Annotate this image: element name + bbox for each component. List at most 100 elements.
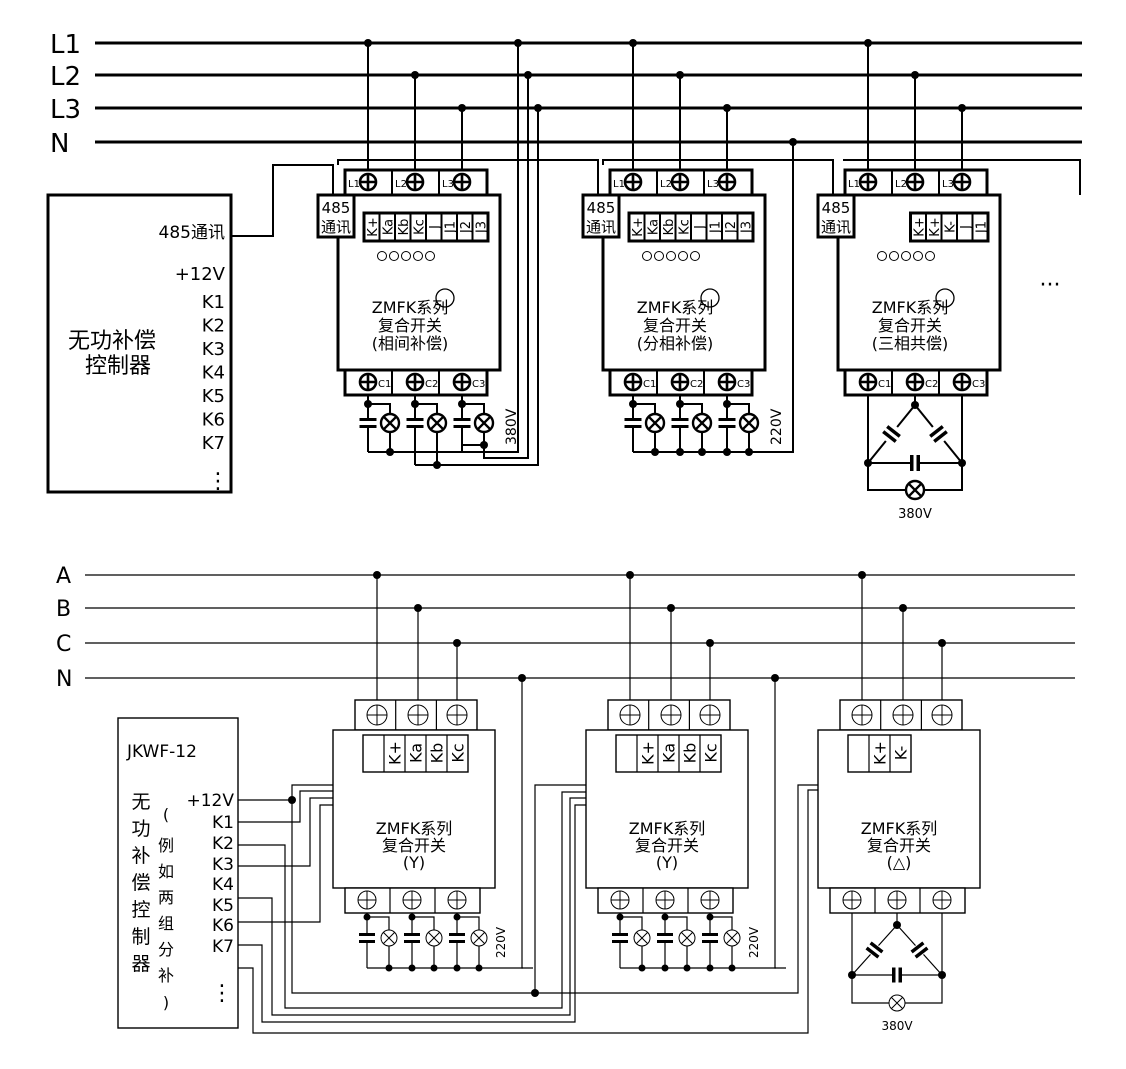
comm-wire (843, 159, 1081, 195)
capacitor-icon (882, 423, 901, 445)
control-pin-label: Kb (397, 219, 412, 236)
screw-terminal-icon (931, 704, 953, 726)
capacitor-icon (908, 939, 931, 961)
controller-note-char: 例 (158, 836, 174, 855)
screw-terminal-icon (619, 704, 641, 726)
junction-dot (723, 104, 731, 112)
cross (860, 174, 876, 190)
plate (453, 424, 471, 428)
gap (670, 421, 690, 425)
junction-dot (864, 459, 872, 467)
led-indicator (889, 251, 899, 261)
comm-port-label: 485 (587, 199, 616, 217)
bus-label-C: C (56, 632, 71, 657)
cross (694, 415, 710, 431)
junction-dot (534, 104, 542, 112)
control-pin-label: J1 (708, 221, 723, 234)
control-pin-label: J2 (459, 221, 474, 234)
plate (359, 939, 375, 943)
comm-terminal-label: 485通讯 (159, 223, 225, 243)
comm-wire (337, 159, 599, 195)
module-title: 复合开关 (643, 316, 707, 335)
output-label: K7 (202, 433, 225, 454)
led-indicator (401, 251, 411, 261)
plate (406, 424, 424, 428)
led-indicator (877, 251, 887, 261)
control-pin-label: Kb (681, 743, 700, 764)
junction-dot (514, 39, 522, 47)
terminal-label: C3 (972, 379, 985, 390)
cross (473, 932, 485, 944)
lamp-icon (473, 412, 495, 434)
capacitor-icon (863, 939, 886, 961)
control-pin-label: J1 (443, 221, 458, 234)
plate (359, 933, 375, 937)
plate (449, 933, 465, 937)
more-modules: ··· (1040, 273, 1061, 298)
terminal-label: C2 (425, 379, 438, 390)
screw-terminal-icon (358, 372, 378, 392)
status-light (935, 288, 955, 308)
control-pin-label: Ka (660, 743, 679, 763)
comm-port-label: 485 (822, 199, 851, 217)
control-pin-label: J1 (974, 221, 989, 234)
comm-port (816, 193, 856, 239)
junction-dot (789, 138, 797, 146)
terminal-label: C1 (378, 379, 391, 390)
voltage-label: 380V (504, 408, 520, 445)
voltage-label: 380V (881, 1019, 913, 1033)
control-pin-label: K+ (631, 217, 646, 236)
screw-terminal-icon (887, 890, 907, 910)
control-pin-label: K+ (928, 217, 943, 236)
voltage-label: 380V (898, 507, 932, 522)
module-title: 复合开关 (867, 836, 931, 855)
terminal-label: L3 (707, 179, 719, 190)
terminal-label: C2 (925, 379, 938, 390)
power-terminal-label: +12V (186, 791, 234, 811)
cross (636, 932, 648, 944)
control-pin-label: K- (892, 746, 911, 761)
gap (910, 455, 920, 471)
cross (367, 705, 387, 725)
cross (429, 415, 445, 431)
output-label: K2 (212, 834, 234, 854)
screw-terminal-icon (623, 372, 643, 392)
terminal-label: C3 (472, 379, 485, 390)
module-title: 复合开关 (378, 316, 442, 335)
capacitor-icon (358, 933, 376, 943)
comm-wire (602, 159, 834, 195)
control-pin-label: Kb (428, 743, 447, 764)
cross (907, 482, 923, 498)
led-indicator (413, 251, 423, 261)
led-indicator (925, 251, 935, 261)
capacitor-icon (403, 933, 421, 943)
plate (449, 939, 465, 943)
module-title: (Y) (656, 853, 678, 872)
lamp-wire (710, 916, 733, 930)
plate (869, 941, 884, 954)
neutral-wire (521, 678, 523, 969)
delta-wire (867, 403, 965, 464)
screw-terminal-icon (842, 890, 862, 910)
gap (701, 936, 719, 940)
voltage-label: 220V (494, 926, 508, 958)
terminal-label: L1 (848, 179, 860, 190)
bottom-controller: JKWF-12+12VK1K2K3K4K5K6K7⋮无功补偿控制器(例如两组分补… (117, 717, 239, 1029)
plate (916, 455, 920, 471)
lamp-icon (633, 929, 651, 947)
bus-label-L3: L3 (50, 95, 81, 125)
lamp-wire (457, 916, 480, 930)
lamp-icon (644, 412, 666, 434)
cross (701, 891, 719, 909)
lamp-icon (738, 412, 760, 434)
controller-box (117, 717, 239, 1029)
screw-terminal-icon (699, 704, 721, 726)
controller-title-char: 功 (131, 818, 150, 840)
delta-wire (905, 913, 943, 1004)
status-light (700, 288, 720, 308)
cross (700, 705, 720, 725)
screw-terminal-icon (670, 172, 690, 192)
capacitor-icon (405, 418, 425, 428)
capacitor-icon (656, 933, 674, 943)
